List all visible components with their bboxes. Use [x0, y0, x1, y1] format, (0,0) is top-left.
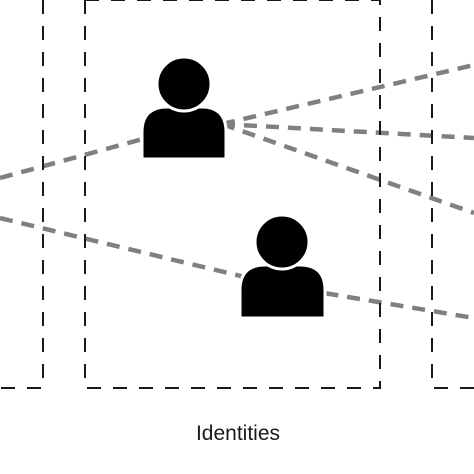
identities-box: [84, 0, 381, 389]
caption: Identities: [196, 422, 280, 445]
connector-lines: [0, 62, 474, 321]
person-icon: [140, 55, 228, 161]
left-group-box: [0, 0, 44, 389]
connector-line: [0, 215, 283, 289]
dashed-boxes: [0, 0, 474, 389]
connector-line: [221, 121, 474, 216]
connector-line: [221, 121, 474, 141]
person-icon: [238, 213, 327, 320]
right-group-box: [431, 0, 474, 389]
connector-line: [221, 62, 474, 127]
